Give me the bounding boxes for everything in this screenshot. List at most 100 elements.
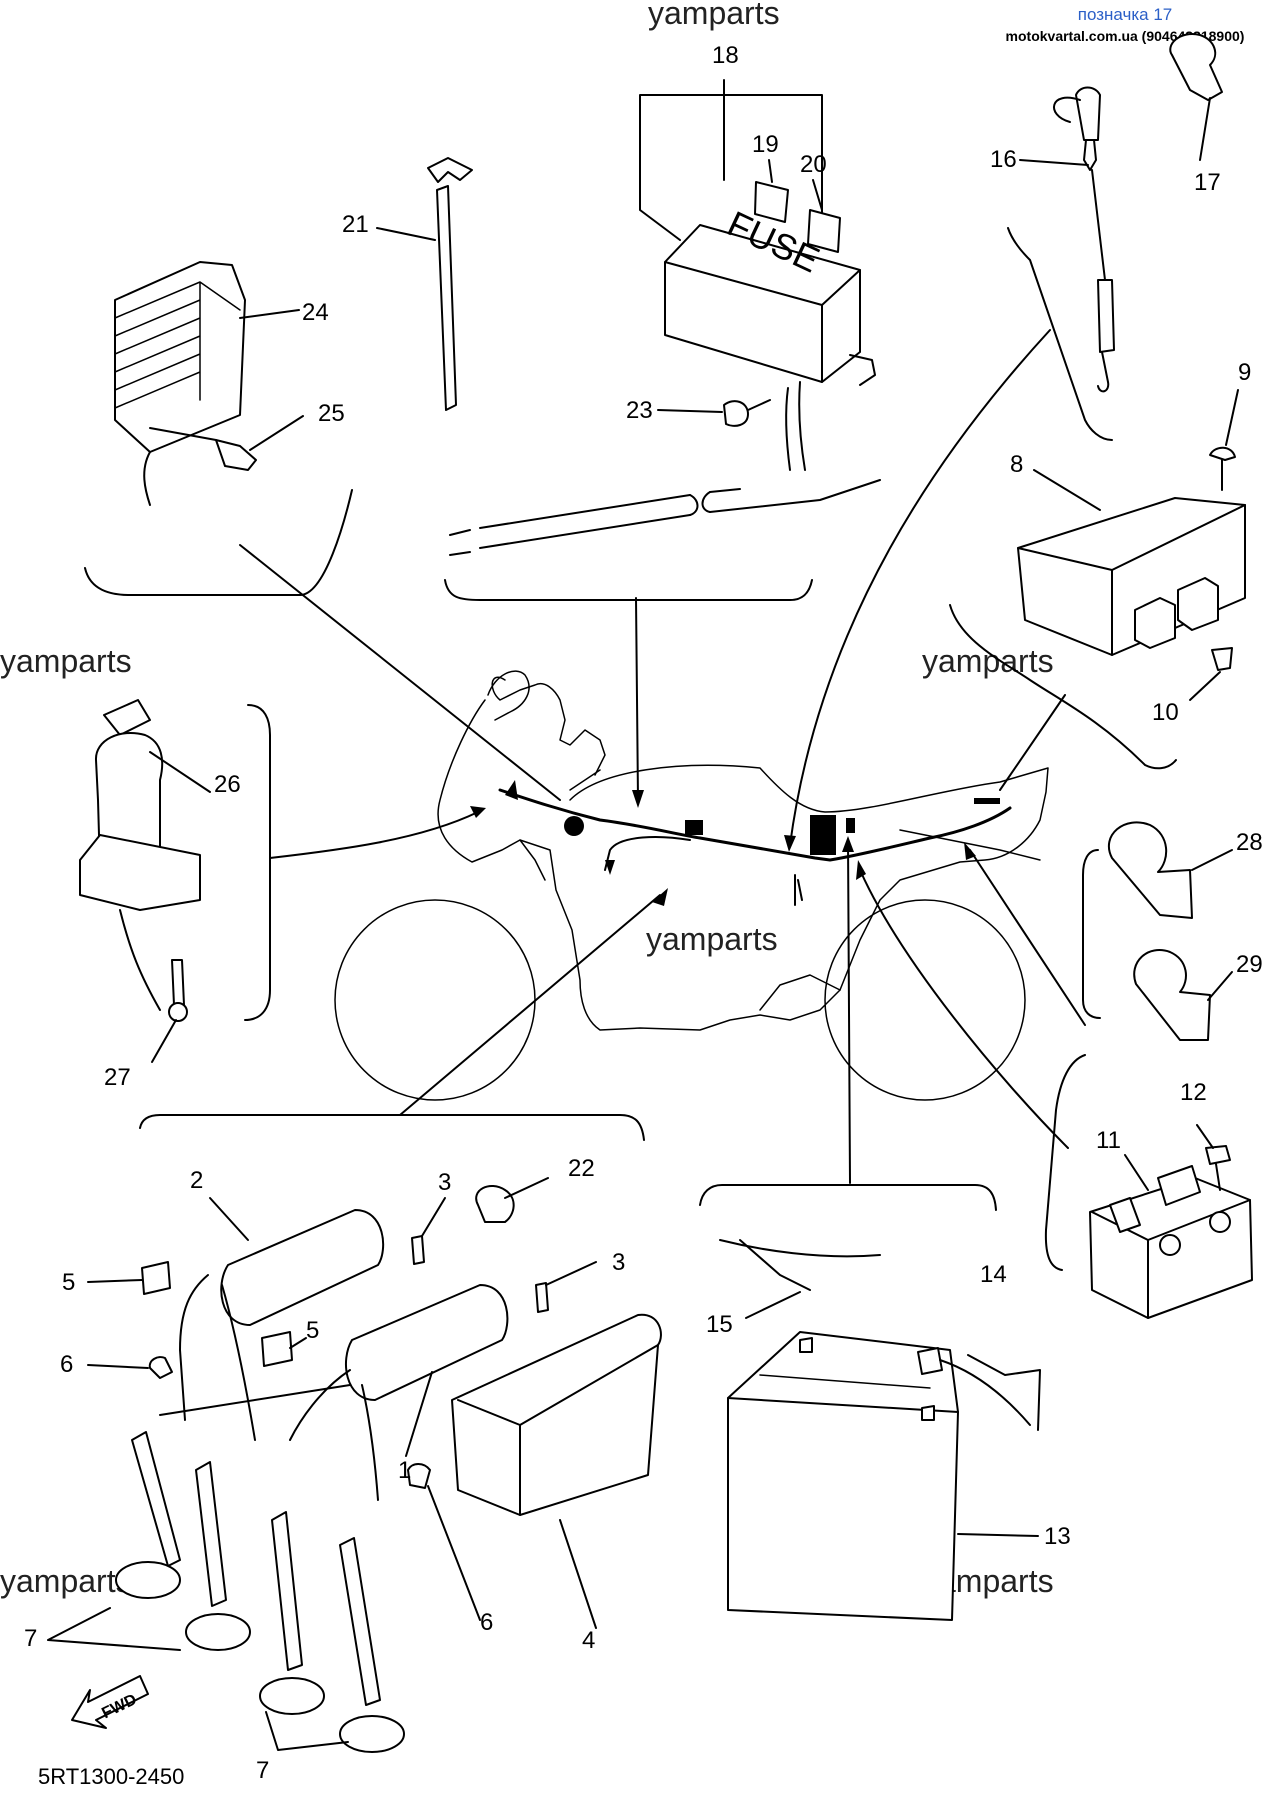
callout-3: 3 xyxy=(612,1249,625,1276)
bracket-regulator xyxy=(84,489,353,596)
leader-14 xyxy=(967,1354,1041,1431)
ignition-switch-base xyxy=(79,834,201,911)
bolt-27-shaft xyxy=(171,959,185,1006)
watermark: yamparts xyxy=(648,0,780,31)
relay-nut xyxy=(1209,1211,1231,1233)
arrow-head xyxy=(784,835,796,852)
callout-13: 13 xyxy=(1044,1523,1071,1550)
battery-terminal xyxy=(921,1405,935,1421)
plug-lead xyxy=(159,1384,351,1416)
front-wheel xyxy=(334,899,536,1101)
plug-cap-7 xyxy=(271,1511,303,1671)
fuse-wire xyxy=(785,387,791,471)
watermark: yamparts xyxy=(922,643,1054,679)
battery-group xyxy=(719,1239,1031,1621)
fuse-wire xyxy=(798,381,806,471)
ignition-key xyxy=(103,699,151,736)
cable-tie-21 xyxy=(427,157,473,411)
arrow-head xyxy=(964,842,976,860)
bolt-25-shaft xyxy=(149,427,217,441)
leader-20 xyxy=(812,179,823,211)
leader-7 xyxy=(265,1711,349,1751)
leader-sensor xyxy=(789,329,1051,846)
callout-3: 3 xyxy=(438,1169,451,1196)
bolt-12-shaft xyxy=(1215,1163,1221,1191)
header: позначка 17 motokvartal.com.ua (90464881… xyxy=(1006,5,1245,44)
callout-27: 27 xyxy=(104,1064,131,1091)
bracket-ecu xyxy=(949,604,1177,770)
headlight-outline xyxy=(487,670,530,721)
watermark: yamparts xyxy=(0,1563,132,1599)
fuse-box-tab xyxy=(849,354,876,386)
leader-23 xyxy=(657,409,723,413)
fuse-leader xyxy=(639,79,823,241)
callout-28: 28 xyxy=(1236,829,1263,856)
bracket-ignition-switch xyxy=(244,704,271,1021)
battery-lead-15 xyxy=(719,1239,881,1258)
harness-marker xyxy=(605,860,615,875)
harness-connector xyxy=(685,820,703,835)
leader-27 xyxy=(151,1019,177,1063)
watermark: yamparts xyxy=(646,921,778,957)
callout-leaders xyxy=(47,97,1239,1751)
leader-8 xyxy=(1033,469,1101,511)
group-brackets xyxy=(84,227,1177,1271)
bracket-fusebox xyxy=(444,579,813,601)
wire-harness xyxy=(498,788,1012,862)
battery-terminal xyxy=(799,1337,813,1353)
arrow-head xyxy=(652,888,668,906)
callout-18: 18 xyxy=(712,42,739,69)
leader-26 xyxy=(149,751,211,793)
harness-branch xyxy=(604,836,691,871)
harness-stub-bottom xyxy=(449,479,881,556)
callout-12: 12 xyxy=(1180,1079,1207,1106)
cover-4-edges xyxy=(457,1344,659,1516)
callout-21: 21 xyxy=(342,211,369,238)
relay-connector xyxy=(1157,1165,1201,1206)
sensor-16-cap xyxy=(1075,86,1101,141)
clamps-group xyxy=(1107,821,1211,1041)
relay-terminal xyxy=(1109,1197,1141,1233)
frame-outline xyxy=(519,764,1049,1031)
battery-13 xyxy=(727,1397,959,1621)
callout-4: 4 xyxy=(582,1627,595,1654)
leader-4 xyxy=(559,1519,597,1629)
harness-drop xyxy=(794,874,803,906)
leader-coils xyxy=(399,894,661,1116)
arrow-head xyxy=(842,836,854,852)
lower-frame xyxy=(759,974,841,1011)
battery-lead-15 xyxy=(739,1239,811,1291)
leader-6 xyxy=(427,1485,481,1621)
plug-cap-7-boot xyxy=(259,1677,325,1715)
cap-6 xyxy=(407,1463,431,1489)
fuse-20 xyxy=(807,209,841,253)
coils-group xyxy=(115,1185,662,1753)
leader-29 xyxy=(1207,971,1233,1001)
leader-relay xyxy=(859,869,1069,1149)
callout-20: 20 xyxy=(800,151,827,178)
callout-19: 19 xyxy=(752,131,779,158)
plug-cap-7 xyxy=(195,1461,227,1607)
cable-tie-head xyxy=(427,157,473,183)
ignition-coil-2 xyxy=(220,1209,385,1326)
callout-22: 22 xyxy=(568,1155,595,1182)
leader-5 xyxy=(289,1337,307,1349)
group-leaders xyxy=(239,329,1086,1184)
callout-24: 24 xyxy=(302,299,329,326)
leader-ignition-switch xyxy=(269,811,479,859)
plug-lead xyxy=(289,1369,351,1441)
cap-6 xyxy=(148,1356,173,1379)
leader-16 xyxy=(1019,159,1089,166)
leader-28 xyxy=(1191,849,1233,871)
leader-2 xyxy=(209,1197,249,1241)
relay-group xyxy=(1089,1145,1253,1319)
callout-10: 10 xyxy=(1152,699,1179,726)
regulator xyxy=(114,261,246,453)
callout-6: 6 xyxy=(60,1351,73,1378)
watermark: yamparts xyxy=(0,643,132,679)
clamp-29 xyxy=(1133,949,1211,1041)
ignition-switch-group xyxy=(79,699,201,1022)
leader-22 xyxy=(504,1177,549,1199)
sensor-16-body xyxy=(1083,139,1097,171)
